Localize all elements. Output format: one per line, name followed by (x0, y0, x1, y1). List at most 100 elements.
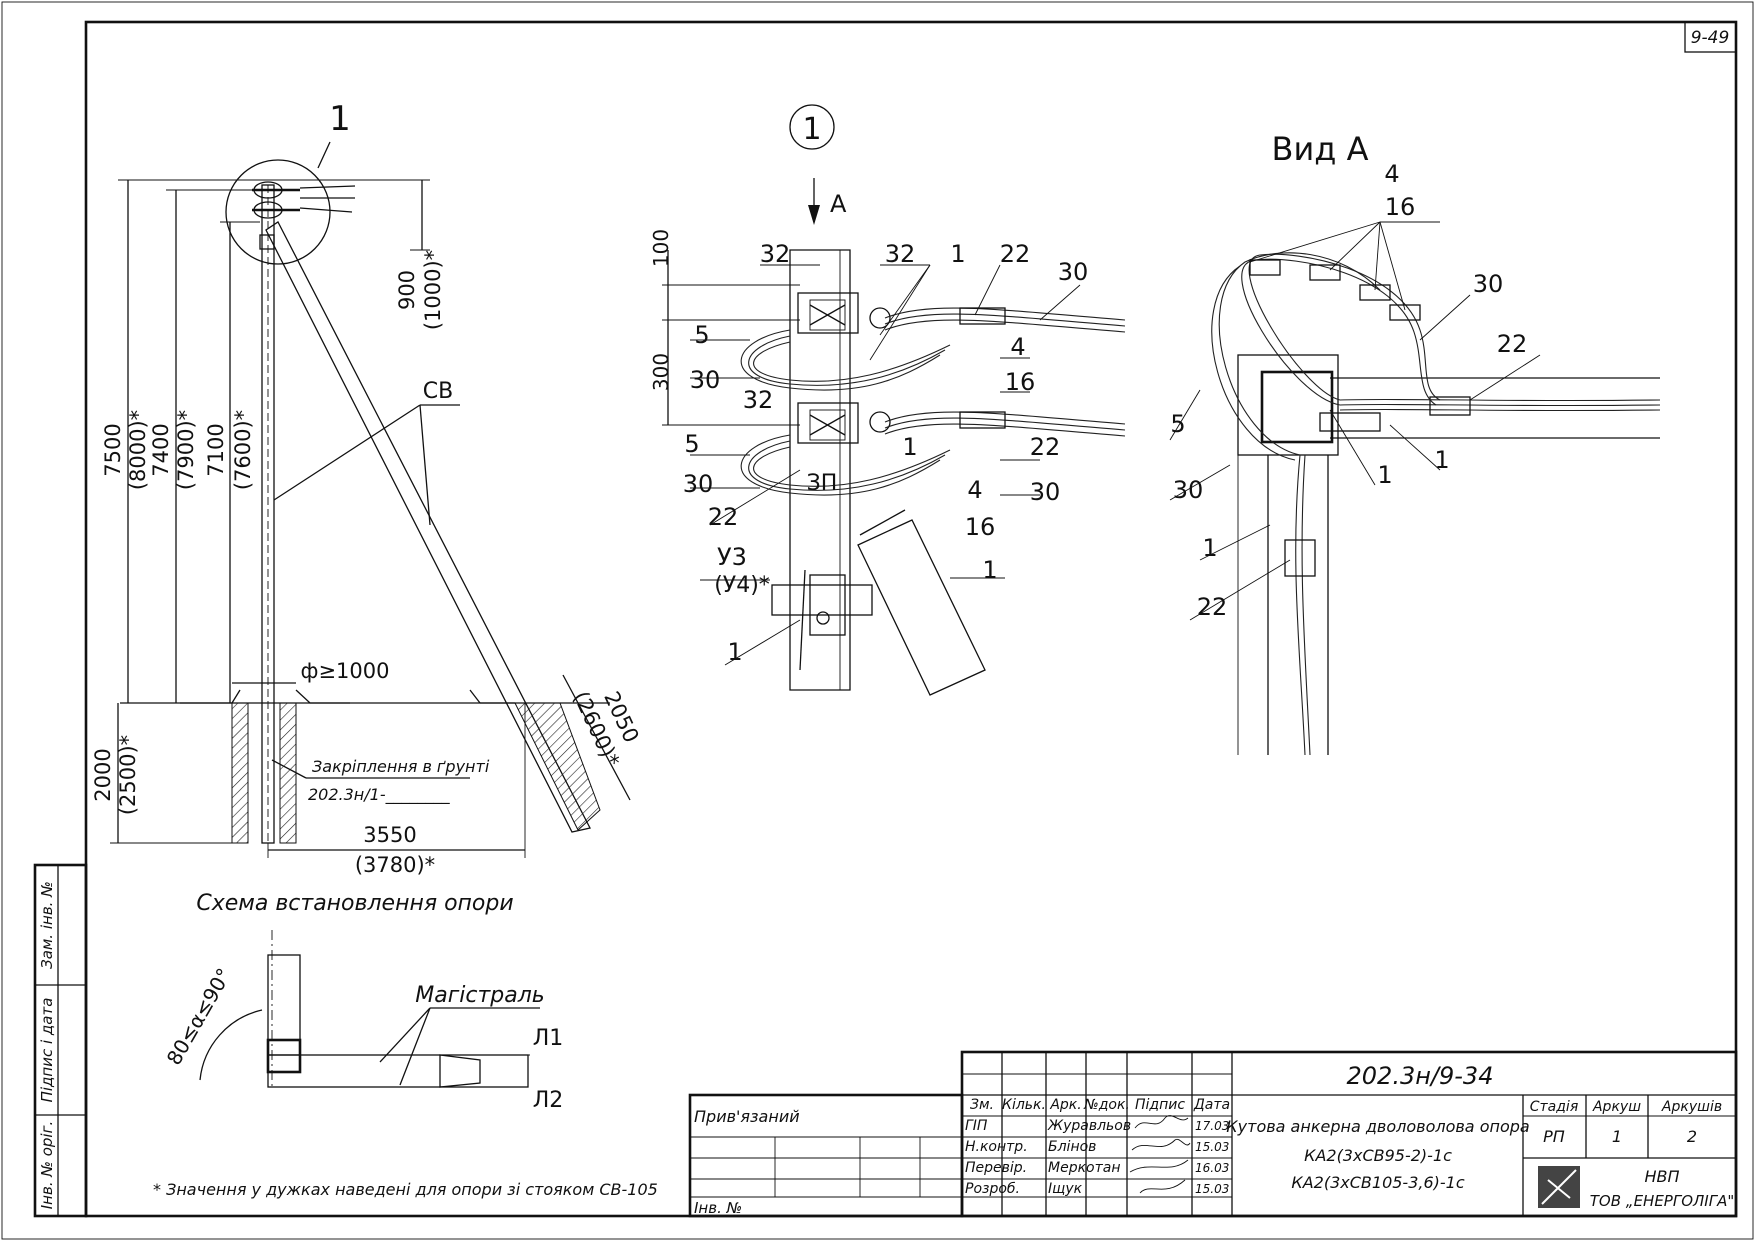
svg-text:КА2(3хСВ95-2)-1с: КА2(3хСВ95-2)-1с (1304, 1146, 1452, 1165)
svg-text:300: 300 (649, 353, 673, 391)
svg-text:32: 32 (885, 240, 916, 268)
callout-1-circle (225, 159, 331, 265)
svg-text:(7600)*: (7600)* (231, 410, 255, 490)
svg-text:3550: 3550 (363, 823, 416, 847)
svg-text:1: 1 (950, 240, 965, 268)
svg-text:16: 16 (965, 513, 996, 541)
svg-text:Журавльов: Журавльов (1047, 1118, 1131, 1134)
svg-text:Блінов: Блінов (1048, 1139, 1096, 1155)
svg-text:30: 30 (683, 470, 714, 498)
svg-text:Н.контр.: Н.контр. (965, 1139, 1028, 1155)
svg-text:(У4)*: (У4)* (714, 573, 770, 598)
svg-text:7100: 7100 (204, 423, 228, 476)
svg-text:ф≥1000: ф≥1000 (301, 659, 390, 683)
svg-text:1: 1 (727, 638, 742, 666)
svg-text:16.03: 16.03 (1195, 1161, 1229, 1175)
svg-text:15.03: 15.03 (1195, 1140, 1229, 1154)
svg-text:2000: 2000 (91, 748, 115, 801)
signature-1 (1134, 1115, 1189, 1129)
svg-text:100: 100 (649, 229, 673, 267)
signature-2 (1131, 1138, 1191, 1151)
svg-text:5: 5 (694, 321, 709, 349)
svg-text:У3: У3 (717, 543, 747, 571)
svg-text:17.03: 17.03 (1195, 1119, 1229, 1133)
svg-text:Розроб.: Розроб. (965, 1181, 1020, 1197)
svg-text:Стадія: Стадія (1530, 1099, 1579, 1115)
sheet-number-box (1684, 21, 1737, 53)
svg-text:16: 16 (1385, 193, 1416, 221)
svg-text:ГІП: ГІП (965, 1118, 988, 1134)
svg-text:Кутова анкерна дволоволова опо: Кутова анкерна дволоволова опора (1226, 1117, 1529, 1136)
detail-1-view: 1 А 100 300 (649, 104, 1126, 696)
svg-text:30: 30 (1173, 476, 1204, 504)
svg-text:Меркотан: Меркотан (1048, 1160, 1121, 1176)
svg-text:22: 22 (1497, 330, 1528, 358)
svg-text:1: 1 (1377, 461, 1392, 489)
svg-text:16: 16 (1005, 368, 1036, 396)
svg-text:Інв. №: Інв. № (694, 1199, 742, 1217)
svg-text:22: 22 (1000, 240, 1031, 268)
svg-text:ЗП: ЗП (807, 471, 838, 496)
svg-text:5: 5 (684, 430, 699, 458)
svg-text:(3780)*: (3780)* (355, 853, 435, 877)
footnote: * Значення у дужках наведені для опори з… (153, 1180, 658, 1199)
sheet-number: 9-49 (1691, 28, 1730, 48)
svg-text:7500: 7500 (101, 423, 125, 476)
inner-frame (84, 20, 1738, 1218)
svg-text:7400: 7400 (149, 423, 173, 476)
svg-text:Кільк.: Кільк. (1002, 1097, 1046, 1113)
svg-text:15.03: 15.03 (1195, 1182, 1229, 1196)
view-a-title: Вид А (1272, 130, 1369, 168)
svg-text:4: 4 (967, 476, 982, 504)
svg-text:2: 2 (1687, 1127, 1697, 1146)
svg-text:30: 30 (690, 366, 721, 394)
label-sv: СВ (423, 379, 453, 404)
svg-text:КА2(3хСВ105-3,6)-1с: КА2(3хСВ105-3,6)-1с (1291, 1173, 1464, 1192)
svg-text:Іщук: Іщук (1048, 1181, 1083, 1197)
angle-scheme: 80≤α≤90° Магістраль Л1 Л2 (162, 930, 564, 1113)
stamp-inv-orig: Інв. № оріг. (38, 1121, 56, 1210)
pole-installation-view: 1 7500 (8000)* 7400 (7900)* 7100 (7600)*… (91, 99, 644, 916)
svg-text:Аркуш: Аркуш (1592, 1099, 1641, 1115)
svg-text:(2500)*: (2500)* (116, 735, 140, 815)
svg-text:32: 32 (743, 386, 774, 414)
svg-text:900: 900 (395, 270, 419, 310)
svg-text:22: 22 (1197, 593, 1228, 621)
svg-text:Аркушів: Аркушів (1661, 1099, 1722, 1115)
svg-text:Прив'язаний: Прив'язаний (694, 1107, 800, 1126)
svg-text:Л2: Л2 (533, 1088, 564, 1113)
svg-text:Підпис: Підпис (1135, 1097, 1185, 1113)
callout-1: 1 (329, 99, 351, 139)
installation-title: Схема встановлення опори (196, 891, 513, 916)
svg-text:1: 1 (982, 556, 997, 584)
svg-text:30: 30 (1030, 478, 1061, 506)
svg-text:202.3н/1-________: 202.3н/1-________ (308, 785, 451, 805)
svg-text:22: 22 (708, 503, 739, 531)
svg-text:Дата: Дата (1193, 1097, 1230, 1113)
svg-text:32: 32 (760, 240, 791, 268)
stamp-pidpys: Підпис і дата (38, 998, 56, 1103)
svg-text:Л1: Л1 (533, 1026, 564, 1051)
drawing-code: 202.3н/9-34 (1347, 1062, 1494, 1090)
svg-text:(8000)*: (8000)* (126, 410, 150, 490)
svg-text:1: 1 (1434, 446, 1449, 474)
svg-text:80≤α≤90°: 80≤α≤90° (162, 964, 237, 1069)
view-arrow-a: А (830, 190, 847, 218)
title-block: Прив'язаний Інв. № Зм. Кільк. Арк. №док.… (688, 1050, 1738, 1218)
stamp-zam-inv: Зам. інв. № (38, 881, 56, 969)
svg-text:22: 22 (1030, 433, 1061, 461)
svg-text:30: 30 (1473, 270, 1504, 298)
svg-text:5: 5 (1170, 410, 1185, 438)
svg-text:4: 4 (1010, 333, 1025, 361)
svg-text:(1000)*: (1000)* (421, 250, 445, 330)
svg-text:30: 30 (1058, 258, 1089, 286)
svg-text:Арк.: Арк. (1049, 1097, 1081, 1113)
svg-text:РП: РП (1543, 1127, 1565, 1146)
side-stamp: Зам. інв. № Підпис і дата Інв. № оріг. (33, 863, 88, 1218)
detail-callout: 1 (802, 112, 821, 147)
svg-text:Зм.: Зм. (970, 1097, 994, 1113)
view-a: Вид А (1169, 130, 1661, 756)
signature-4 (1139, 1179, 1186, 1194)
